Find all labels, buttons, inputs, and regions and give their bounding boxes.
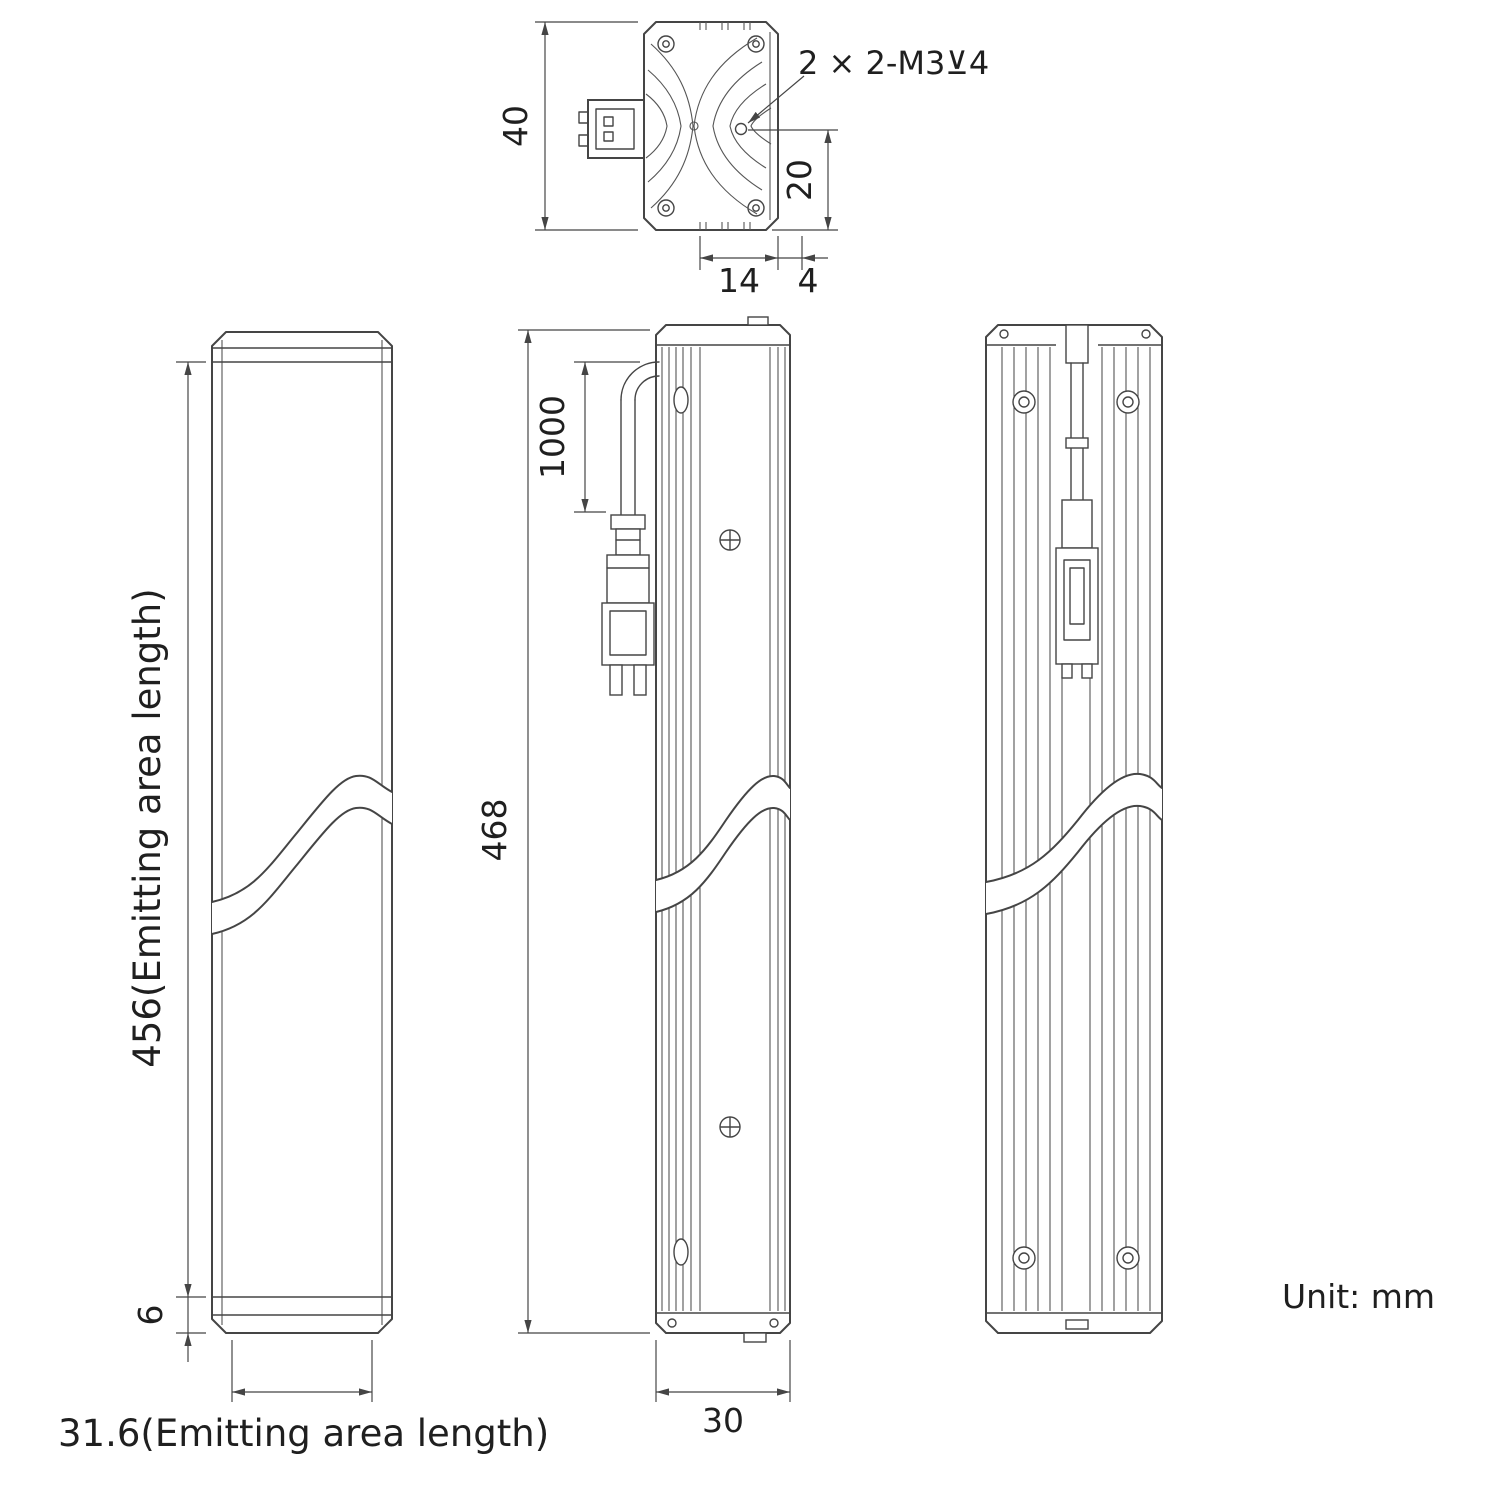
- side-break-lines: [655, 774, 791, 913]
- heatsink-pattern: [645, 37, 772, 215]
- thread-callout-label: 2 × 2-M3⊻4: [798, 44, 989, 82]
- rear-body-outline: [985, 324, 1163, 1334]
- dim-456: 456(Emitting area length): [126, 361, 206, 1298]
- side-view: 1000 468 30: [475, 316, 791, 1440]
- thread-callout: 2 × 2-M3⊻4: [747, 44, 989, 124]
- side-bottom-tab: [743, 1332, 767, 1343]
- dim-1000: 1000: [533, 361, 640, 513]
- top-end-view: 40 2 × 2-M3⊻4 20 14 4: [496, 21, 989, 300]
- dim-468: 468: [475, 329, 650, 1334]
- side-fins: [661, 347, 786, 1311]
- side-body-outline: [655, 324, 791, 1334]
- side-slot-top: [673, 386, 689, 414]
- rear-connector: [1055, 324, 1099, 679]
- side-bottom-screw-right: [769, 1318, 779, 1328]
- dim-30: 30: [655, 1340, 791, 1440]
- rear-top-screw-left: [999, 329, 1009, 339]
- dim-31-6: 31.6(Emitting area length): [58, 1340, 549, 1455]
- side-slot-bottom: [673, 1238, 689, 1266]
- tapped-hole: [734, 122, 748, 136]
- dim-30-label: 30: [702, 1401, 744, 1440]
- rear-mounting-holes: [1012, 390, 1140, 1270]
- side-top-tab: [747, 316, 769, 326]
- dim-14-4: 14 4: [699, 236, 828, 300]
- end-view-body-outline: [643, 21, 779, 231]
- dim-1000-label: 1000: [533, 395, 572, 479]
- unit-label: Unit: mm: [1282, 1277, 1435, 1316]
- dim-6: 6: [131, 1297, 206, 1362]
- dim-4-label: 4: [798, 261, 819, 300]
- corner-screws: [657, 35, 765, 217]
- rear-top-screw-right: [1141, 329, 1151, 339]
- front-break-lines: [211, 774, 393, 935]
- side-screw-bottom: [719, 1116, 741, 1138]
- side-screw-top: [719, 529, 741, 551]
- dim-40: 40: [496, 21, 638, 231]
- dim-468-label: 468: [475, 799, 514, 862]
- dim-31-6-label: 31.6(Emitting area length): [58, 1412, 549, 1455]
- side-bottom-screw-left: [667, 1318, 677, 1328]
- dim-456-label: 456(Emitting area length): [126, 588, 169, 1067]
- dim-40-label: 40: [496, 105, 535, 147]
- rear-bottom-tab: [1065, 1319, 1089, 1330]
- front-body-outline: [211, 331, 393, 1334]
- front-view: 456(Emitting area length) 6 31.6(Emittin…: [58, 331, 549, 1455]
- dim-6-label: 6: [131, 1305, 170, 1326]
- rear-break-lines: [985, 772, 1163, 915]
- fin-ticks: [699, 22, 751, 230]
- dim-20-label: 20: [780, 159, 819, 201]
- dim-14-label: 14: [718, 261, 760, 300]
- rear-view: [985, 324, 1163, 1334]
- end-view-connector: [578, 99, 645, 159]
- dim-20: 20: [748, 129, 838, 231]
- side-cable: [601, 361, 660, 696]
